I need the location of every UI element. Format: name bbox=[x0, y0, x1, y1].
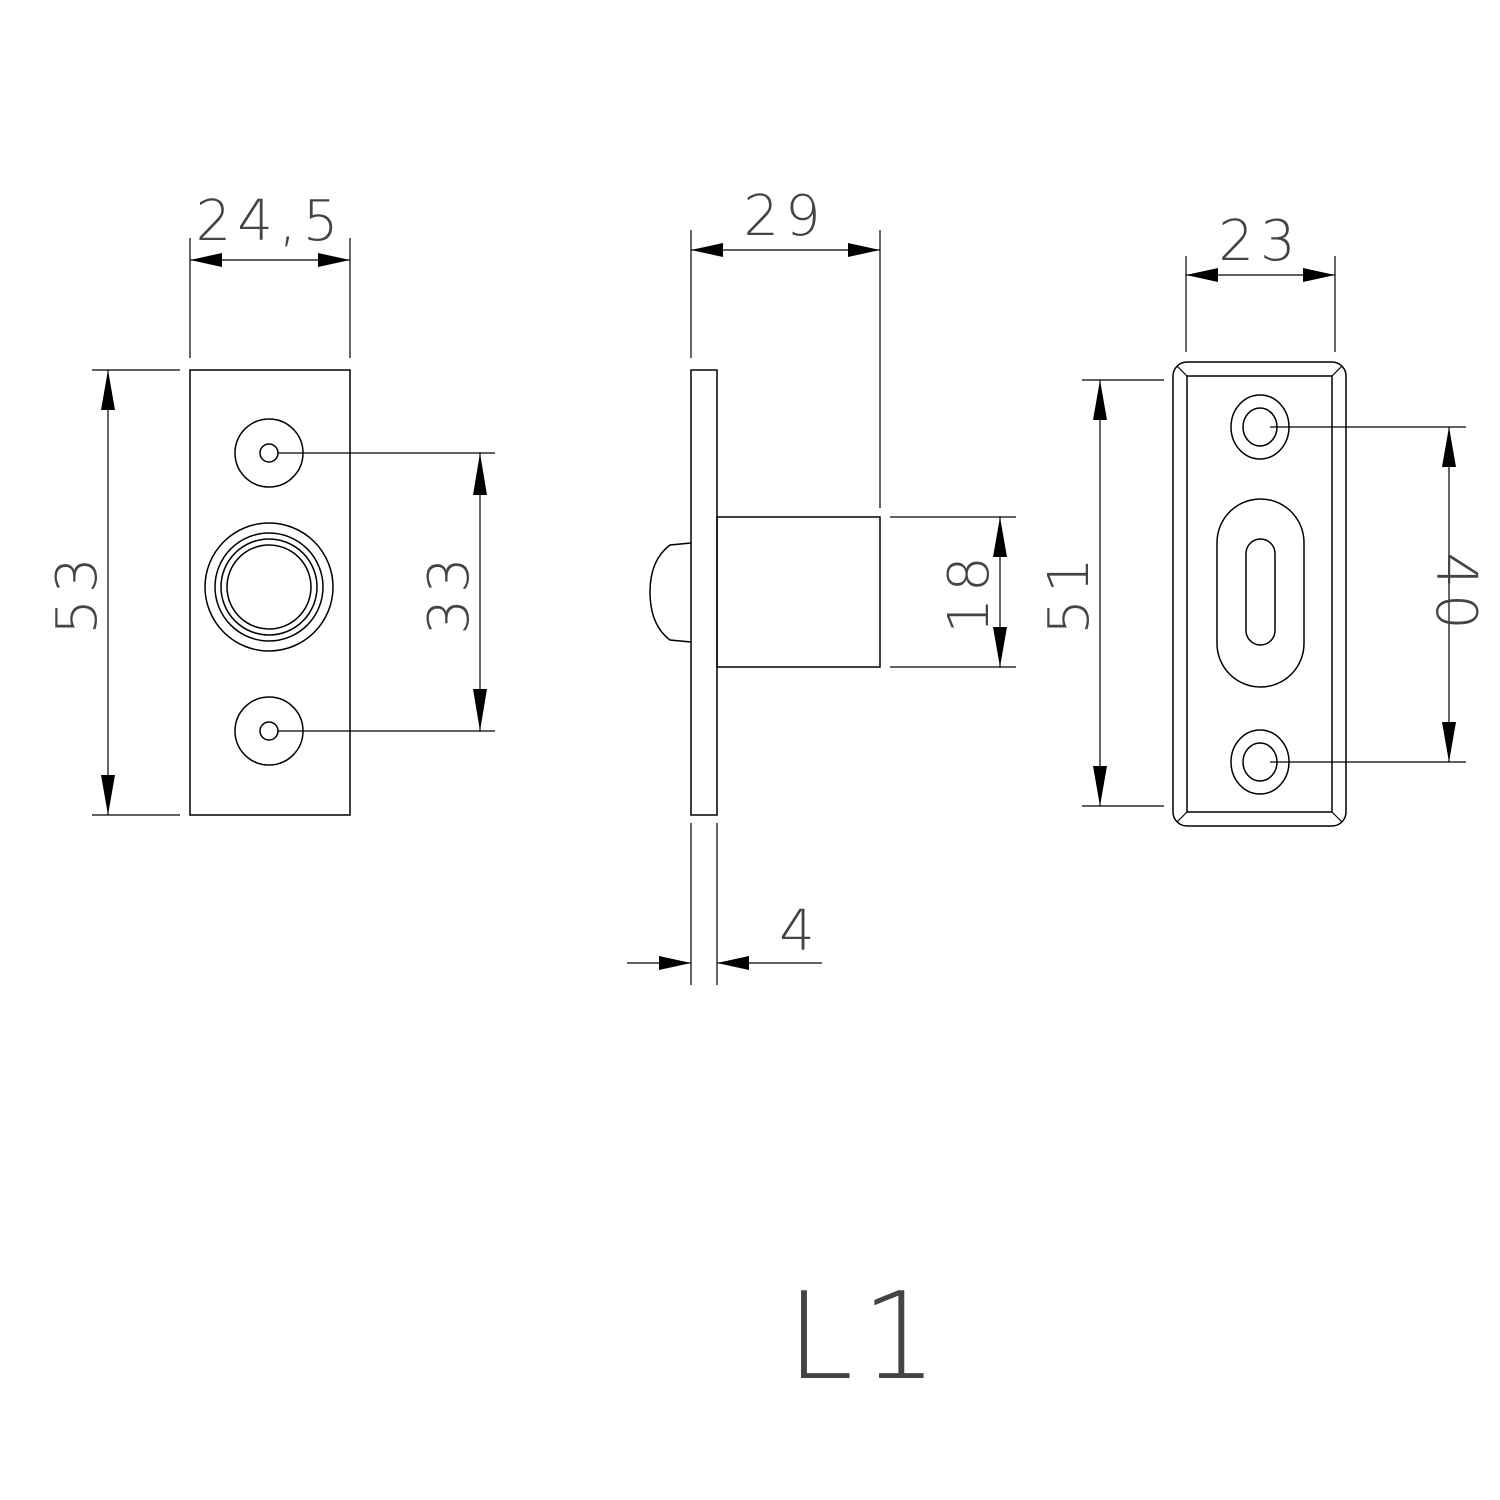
side-bolt-body bbox=[716, 516, 881, 668]
front-ball-ring-3 bbox=[220, 538, 318, 636]
drawing-label: L1 bbox=[786, 1268, 945, 1407]
front-ball-ring-1 bbox=[204, 522, 334, 652]
side-bolt-dim: 18 bbox=[937, 550, 1002, 633]
front-ball-ring-2 bbox=[214, 532, 324, 642]
strike-height-dim: 51 bbox=[1037, 551, 1102, 634]
front-view: 24,5 53 33 bbox=[45, 189, 495, 816]
front-bottom-hole-inner bbox=[259, 721, 279, 741]
strike-plate-inner bbox=[1186, 375, 1333, 813]
front-hole-spacing-dim: 33 bbox=[417, 551, 482, 634]
strike-slot-inner bbox=[1245, 538, 1276, 646]
strike-hole-spacing-dim: 40 bbox=[1423, 552, 1488, 635]
front-plate bbox=[189, 369, 351, 816]
side-plate bbox=[690, 369, 718, 816]
strike-width-dim: 23 bbox=[1218, 209, 1301, 274]
strike-slot-outer bbox=[1216, 498, 1305, 688]
front-top-hole-inner bbox=[259, 443, 279, 463]
strike-view: 23 51 40 bbox=[1037, 209, 1488, 827]
strike-plate-outer bbox=[1172, 361, 1347, 827]
side-thickness-dim: 4 bbox=[779, 899, 821, 964]
front-ball-ring-4 bbox=[226, 544, 312, 630]
side-ball-dome bbox=[649, 542, 692, 643]
side-length-dim: 29 bbox=[743, 184, 826, 249]
front-width-dim: 24,5 bbox=[196, 189, 345, 254]
front-height-dim: 53 bbox=[45, 551, 110, 634]
side-view: 29 18 4 bbox=[627, 184, 1016, 985]
